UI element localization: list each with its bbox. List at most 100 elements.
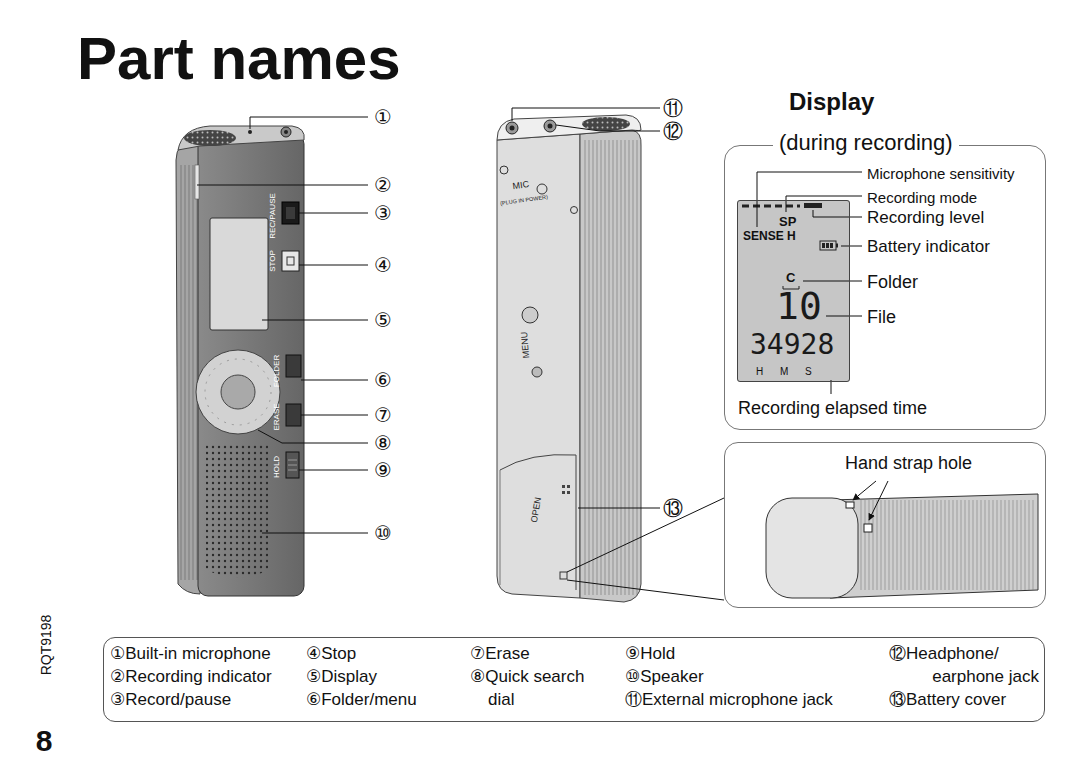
display-label: Microphone sensitivity: [867, 165, 1015, 182]
callout-number: ⑪: [663, 97, 683, 119]
leader-line: [512, 108, 724, 600]
display-label: Recording mode: [867, 189, 977, 206]
lcd-time: 34928: [750, 329, 834, 361]
leader-line-part: [826, 316, 862, 317]
recorder-back-part: [582, 117, 630, 131]
inset-artwork-part: [864, 524, 872, 532]
leader-line-part: [258, 430, 368, 443]
recorder-front-part: [206, 445, 268, 578]
inset-artwork: [766, 481, 1038, 598]
lcd-artwork-part: [826, 243, 829, 248]
callout-number: ③: [374, 202, 392, 224]
leader-line-part: [803, 281, 862, 282]
recorder-front-part: [282, 202, 299, 224]
display-label: Battery indicator: [867, 237, 990, 257]
lcd-sensitivity: SENSE H: [743, 230, 796, 244]
lcd-mode: SP: [779, 215, 796, 230]
leader-line-part: [831, 380, 832, 394]
recorder-front-part: [176, 138, 200, 594]
lcd-artwork-part: [804, 203, 822, 208]
parts-list-box: ①Built-in microphone②Recording indicator…: [103, 637, 1045, 722]
recorder-front-part: [195, 165, 199, 199]
leader-line-part: [299, 470, 368, 471]
recorder-front-part: [287, 257, 294, 265]
recorder-back-part: [548, 124, 553, 129]
part-entry: ③Record/pause: [110, 688, 231, 711]
callout-number: ⑫: [663, 120, 683, 142]
lcd-screen: SPSENSE HC1034928H M S: [737, 200, 850, 382]
recorder-front-part: [196, 350, 280, 434]
device-marking: STOP: [269, 250, 278, 272]
leader-line-part: [786, 196, 862, 212]
part-entry: ⑦Erase: [470, 642, 530, 665]
recorder-back-part: [532, 367, 542, 377]
callout-number: ⑬: [663, 497, 683, 519]
callout-number: ⑨: [374, 459, 392, 481]
part-entry: ②Recording indicator: [110, 665, 272, 688]
recorder-front-part: [184, 130, 236, 146]
recorder-back-part: [567, 485, 570, 488]
inset-artwork-part: [869, 481, 888, 520]
lcd-artwork-part: [836, 244, 838, 248]
callout-number: ①: [374, 106, 392, 128]
recorder-back-part: [560, 572, 567, 579]
inset-artwork-part: [860, 500, 1036, 590]
recorder-front-part: [286, 207, 295, 219]
display-label: Folder: [867, 272, 918, 293]
recorder-front-part: [248, 130, 252, 134]
leader-line-part: [578, 508, 660, 509]
inset-artwork-part: [766, 498, 858, 598]
recorder-front-part: [282, 251, 299, 271]
inset-heading: Hand strap hole: [845, 453, 972, 474]
device-marking: FOLDER: [273, 355, 282, 387]
part-entry: ⑪External microphone jack: [625, 688, 833, 711]
recorder-front-part: [184, 130, 236, 146]
panel-heading: Display: [789, 88, 874, 116]
recorder-front-part: [281, 127, 291, 137]
recorder-back-part: [584, 140, 638, 595]
page-title: Part names: [77, 26, 401, 92]
leader-line: [197, 117, 368, 533]
leader-line-part: [556, 125, 660, 131]
recorder-back-part: [500, 166, 508, 174]
leader-line-part: [197, 185, 368, 186]
recorder-back-part: [544, 120, 556, 132]
display-label: Recording level: [867, 208, 984, 228]
recorder-front-part: [210, 218, 268, 330]
recorder-front-part: [288, 470, 297, 471]
recorder-back-part: [497, 134, 580, 598]
recorder-front-part: [221, 375, 255, 409]
part-entry: ⑥Folder/menu: [306, 688, 417, 711]
leader-line-part: [813, 210, 862, 217]
device-marking: REC/PAUSE: [269, 193, 278, 239]
part-entry: ⑬Battery cover: [889, 688, 1006, 711]
recorder-front-part: [286, 355, 301, 377]
recorder-back-part: [510, 126, 515, 131]
recorder-back-part: [562, 485, 565, 488]
leader-line-part: [567, 580, 724, 600]
leader-line-part: [301, 415, 368, 416]
inset-artwork-part: [830, 494, 1038, 598]
callout-number: ⑦: [374, 404, 392, 426]
recorder-back-part: [506, 122, 518, 134]
callout-number: ⑧: [374, 432, 392, 454]
inset-artwork-part: [853, 481, 876, 500]
recorder-back-part: [500, 455, 576, 590]
callout-number: ②: [374, 174, 392, 196]
display-panel: SPSENSE HC1034928H M SDisplay(during rec…: [724, 145, 1046, 430]
part-entry: ⑤Display: [306, 665, 377, 688]
leader-line-part: [299, 213, 368, 214]
recorder-back-part: [562, 491, 565, 494]
callout-number: ⑩: [374, 522, 392, 544]
recorder-front: [176, 126, 304, 596]
recorder-back-part: [567, 491, 570, 494]
part-entry: ⑧Quick search dial: [470, 665, 600, 711]
recorder-front-part: [178, 165, 198, 580]
lcd-artwork-part: [830, 243, 833, 248]
lcd-time-units: H M S: [756, 366, 812, 378]
lcd-artwork-part: [737, 200, 850, 382]
panel-subheading: (during recording): [773, 130, 959, 155]
part-entry: ⑨Hold: [625, 642, 675, 665]
leader-line-part: [567, 498, 724, 572]
